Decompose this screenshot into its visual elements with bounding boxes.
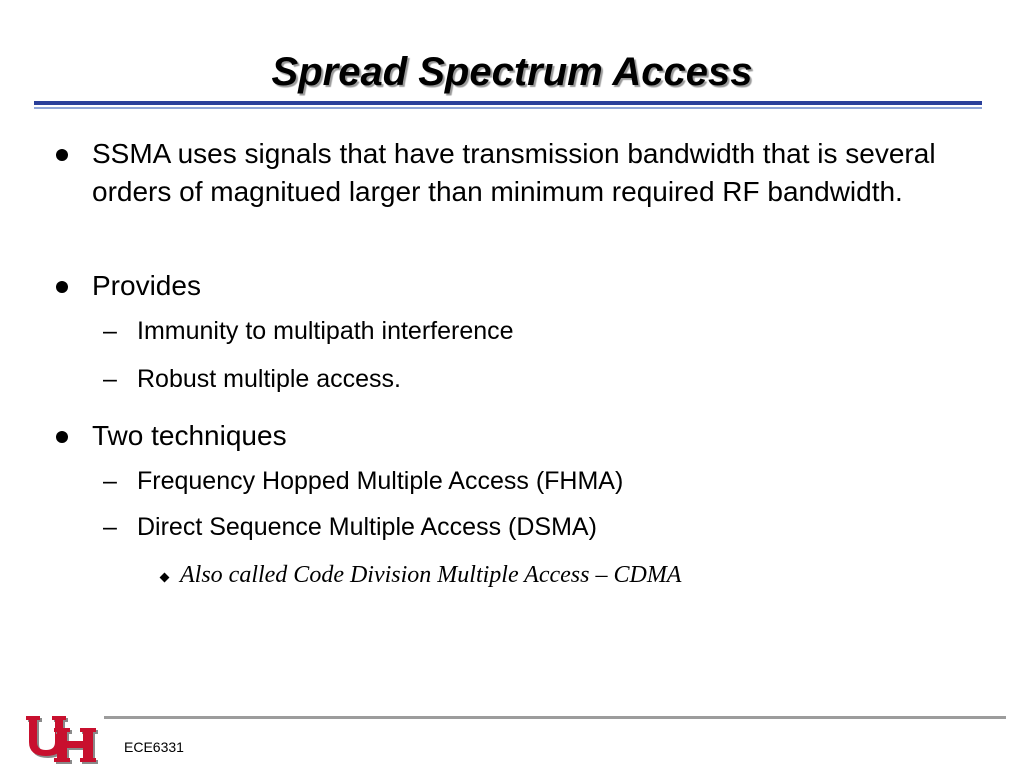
bullet-text: Two techniques <box>92 420 287 451</box>
sub-bullet-text: Robust multiple access. <box>137 365 402 393</box>
title-underline-secondary <box>34 107 982 109</box>
sub-sub-bullet-item: Also called Code Division Multiple Acces… <box>158 559 978 591</box>
bullet-item: SSMA uses signals that have transmission… <box>56 135 986 211</box>
bullet-dot-icon <box>56 281 68 293</box>
sub-bullet-text: Immunity to multipath interference <box>137 317 514 345</box>
footer-divider <box>104 716 1006 719</box>
bullet-dot-icon <box>56 431 68 443</box>
bullet-text: Provides <box>92 270 201 301</box>
sub-bullet-text: Frequency Hopped Multiple Access (FHMA) <box>137 467 624 495</box>
dash-icon: – <box>103 365 117 393</box>
dash-icon: – <box>103 513 117 541</box>
sub-bullet-item: – Direct Sequence Multiple Access (DSMA) <box>103 511 983 543</box>
uh-logo-icon <box>26 716 98 764</box>
dash-icon: – <box>103 467 117 495</box>
slide-content: SSMA uses signals that have transmission… <box>56 135 986 591</box>
footer-course-label: ECE6331 <box>124 739 184 755</box>
sub-bullet-text: Direct Sequence Multiple Access (DSMA) <box>137 513 597 541</box>
sub-bullet-item: – Robust multiple access. <box>103 363 983 395</box>
sub-bullet-item: – Immunity to multipath interference <box>103 315 983 347</box>
title-underline <box>34 101 982 105</box>
sub-sub-bullet-text: Also called Code Division Multiple Acces… <box>180 562 682 588</box>
bullet-item: Two techniques <box>56 417 986 455</box>
dash-icon: – <box>103 317 117 345</box>
slide-title: Spread Spectrum Access <box>271 50 753 94</box>
bullet-dot-icon <box>56 149 68 161</box>
sub-bullet-item: – Frequency Hopped Multiple Access (FHMA… <box>103 465 983 497</box>
bullet-text: SSMA uses signals that have transmission… <box>92 138 936 207</box>
bullet-item: Provides <box>56 267 986 305</box>
diamond-bullet-icon <box>159 572 170 583</box>
